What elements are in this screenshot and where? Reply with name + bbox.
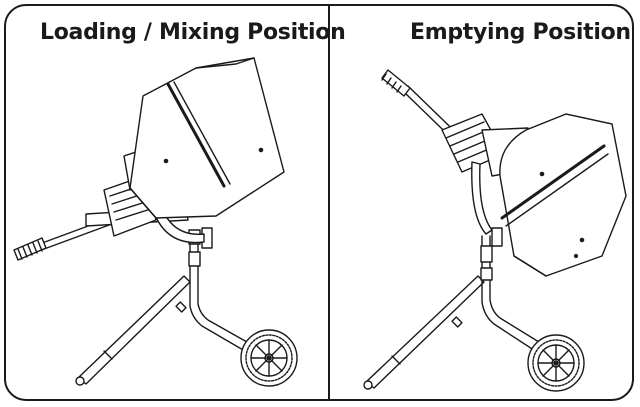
diagram-frame: Loading / Mixing Position Emptying Posit… — [4, 4, 634, 401]
stand-post — [189, 228, 254, 354]
wheel — [241, 330, 297, 386]
mixer-illustrations — [6, 6, 632, 399]
motor — [442, 114, 536, 234]
rear-leg — [364, 276, 484, 389]
mixer-emptying-position — [364, 70, 626, 391]
wheel — [528, 335, 584, 391]
drum — [500, 114, 626, 276]
mixer-loading-position — [14, 58, 297, 386]
panel-divider — [328, 6, 330, 399]
panel-title-loading-mixing: Loading / Mixing Position — [40, 20, 346, 45]
drum — [130, 58, 284, 218]
panel-title-emptying: Emptying Position — [410, 20, 631, 45]
rear-leg — [76, 276, 190, 385]
stand-post — [481, 228, 552, 358]
